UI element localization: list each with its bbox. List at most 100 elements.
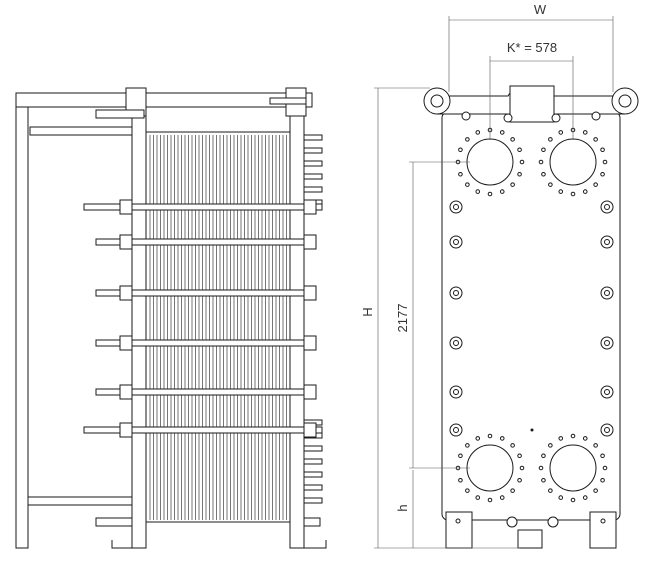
flange-hole <box>487 191 493 197</box>
flange-hole <box>558 495 564 500</box>
tie-bolt-nut <box>303 199 317 215</box>
support-column <box>15 92 29 549</box>
flange-hole <box>510 488 515 493</box>
tie-bolt <box>83 203 323 211</box>
perimeter-bolt-center <box>453 427 459 433</box>
bottom-bolt-right <box>547 516 559 528</box>
center-mark <box>530 428 534 432</box>
perimeter-bolt-center <box>453 239 459 245</box>
flange-hole <box>517 147 522 153</box>
connection-stub <box>303 497 323 504</box>
flange-hole <box>558 189 564 194</box>
tie-bolt-nut <box>303 422 317 438</box>
flange-hole <box>548 488 553 493</box>
flange-hole <box>510 443 515 448</box>
flange-hole <box>458 171 463 177</box>
flange-hole <box>499 130 505 135</box>
flange-hole <box>558 130 564 135</box>
foot-left <box>445 511 473 549</box>
connection-stub <box>303 445 323 452</box>
flange-hole <box>582 130 588 135</box>
flange-hole <box>538 159 544 165</box>
flange-hole <box>602 465 608 471</box>
flange-hole <box>541 477 546 483</box>
bottom-bolt-left <box>506 516 518 528</box>
flange-hole <box>570 433 576 439</box>
hanger-block <box>509 85 555 123</box>
connection-stub <box>303 186 323 193</box>
frame-plate <box>131 111 147 549</box>
flange-hole <box>510 137 515 142</box>
connection-stub <box>303 160 323 167</box>
flange-hole <box>458 453 463 459</box>
flange-hole <box>582 436 588 441</box>
tie-bolt-nut <box>119 422 133 438</box>
flange-hole <box>538 465 544 471</box>
foot-center <box>517 529 543 549</box>
foot-right <box>589 511 617 549</box>
hanger-bolt-left <box>95 109 145 119</box>
carrying-bar-lower <box>29 126 133 136</box>
perimeter-bolt-center <box>453 204 459 210</box>
flange-hole <box>548 443 553 448</box>
flange-hole <box>593 137 598 142</box>
connection-stub <box>303 484 323 491</box>
port-distance-label: 2177 <box>395 304 410 333</box>
flange-hole <box>582 189 588 194</box>
tie-bolt-nut <box>303 335 317 351</box>
flange-hole <box>465 182 470 187</box>
flange-hole <box>475 189 481 194</box>
connection-stub <box>303 134 323 141</box>
feet <box>111 528 327 549</box>
perimeter-bolt-center <box>604 290 610 296</box>
flange-hole <box>541 453 546 459</box>
flange-hole <box>602 159 608 165</box>
hanger-ear-right-hole <box>618 94 632 108</box>
flange-hole <box>593 182 598 187</box>
flange-hole <box>582 495 588 500</box>
flange-hole <box>517 453 522 459</box>
perimeter-bolt-center <box>604 340 610 346</box>
port-height-label: h <box>395 504 410 511</box>
flange-hole <box>458 477 463 483</box>
flange-hole <box>487 497 493 503</box>
front-view <box>423 85 639 549</box>
flange-hole <box>593 443 598 448</box>
foot-right-hole <box>600 518 606 524</box>
flange-hole <box>475 436 481 441</box>
port-opening <box>466 444 514 492</box>
bottom-bolt <box>95 517 133 527</box>
tie-bolt-nut <box>303 234 317 250</box>
bottom-nut <box>303 517 321 527</box>
flange-hole <box>558 436 564 441</box>
flange-hole <box>548 137 553 142</box>
flange-hole <box>510 182 515 187</box>
flange-hole <box>519 159 525 165</box>
pressure-plate <box>289 111 305 549</box>
flange-hole <box>465 488 470 493</box>
dimensions: W K* = 578 H 2177 h <box>360 2 614 549</box>
flange-hole <box>600 171 605 177</box>
flange-hole <box>475 130 481 135</box>
flange-hole <box>499 189 505 194</box>
tie-bolt-nut <box>119 285 133 301</box>
tie-bolt-nut <box>119 234 133 250</box>
flange-hole <box>541 171 546 177</box>
flange-hole <box>458 147 463 153</box>
tie-bolt-nut <box>303 285 317 301</box>
perimeter-bolt-center <box>604 239 610 245</box>
connection-stub <box>303 458 323 465</box>
hanger-bolt-right <box>269 97 307 105</box>
flange-hole <box>487 433 493 439</box>
perimeter-bolts <box>449 111 614 437</box>
flange-hole <box>600 477 605 483</box>
flange-hole <box>465 443 470 448</box>
top-bolt <box>461 111 471 121</box>
flange-hole <box>548 182 553 187</box>
perimeter-bolt-center <box>453 340 459 346</box>
foot-left-hole <box>455 518 461 524</box>
flange-hole <box>517 477 522 483</box>
flange-hole <box>517 171 522 177</box>
port-opening <box>549 444 597 492</box>
